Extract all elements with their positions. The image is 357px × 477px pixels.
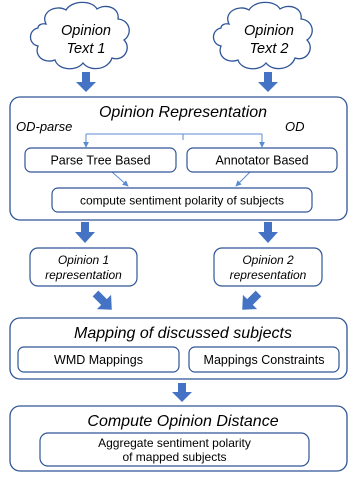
od-parse-label: OD-parse <box>16 119 72 134</box>
opinion-2-representation: Opinion 2 representation <box>213 247 323 287</box>
opinion-1-representation: Opinion 1 representation <box>29 247 138 287</box>
down-arrow-icon <box>172 383 192 402</box>
aggregate-line-1: Aggregate sentiment polarity <box>98 436 251 450</box>
cloud-1-line-2: Text 1 <box>67 41 106 57</box>
down-arrow-icon <box>258 72 278 92</box>
diagonal-down-left-arrow-icon <box>242 290 262 310</box>
down-arrow-icon <box>258 222 278 243</box>
opinion-text-1-cloud: Opinion Text 1 <box>29 1 130 70</box>
opinion-2-representation-box <box>213 247 323 287</box>
mapping-section: Mapping of discussed subjects WMD Mappin… <box>9 317 348 380</box>
diagonal-down-right-arrow-icon <box>92 290 112 310</box>
mappings-constraints-label: Mappings Constraints <box>204 353 325 367</box>
cloud-2-line-2: Text 2 <box>250 41 289 57</box>
aggregate-line-2: of mapped subjects <box>122 450 226 464</box>
down-arrow-icon <box>75 222 95 243</box>
cloud-1-line-1: Opinion <box>61 23 111 39</box>
distance-title: Compute Opinion Distance <box>87 413 278 430</box>
parse-to-compute-connector <box>111 171 129 187</box>
annotator-based-label: Annotator Based <box>215 154 308 168</box>
opinion-representation-title: Opinion Representation <box>99 104 267 121</box>
compute-sentiment-label: compute sentiment polarity of subjects <box>80 194 284 208</box>
opinion-text-2-cloud: Opinion Text 2 <box>212 1 313 70</box>
compute-sentiment-box <box>51 187 313 213</box>
opinion-1-representation-line-2: representation <box>45 268 122 282</box>
od-label: OD <box>285 119 305 134</box>
opinion-representation-section: Opinion Representation OD-parse OD Parse… <box>9 96 348 221</box>
cloud-2-line-1: Opinion <box>244 23 294 39</box>
wmd-mappings-box <box>17 346 180 373</box>
parse-tree-based-box <box>24 147 177 173</box>
cloud-shape-icon <box>212 1 313 70</box>
opinion-1-representation-line-1: Opinion 1 <box>58 253 109 267</box>
aggregate-box <box>39 432 310 467</box>
distance-section: Compute Opinion Distance Aggregate senti… <box>9 405 348 472</box>
mappings-constraints-box <box>188 346 340 373</box>
wmd-mappings-label: WMD Mappings <box>54 353 143 367</box>
opinion-1-representation-box <box>29 247 138 287</box>
down-arrow-icon <box>76 72 96 92</box>
cloud-shape-icon <box>29 1 130 70</box>
mapping-title: Mapping of discussed subjects <box>74 325 292 342</box>
parse-tree-based-label: Parse Tree Based <box>50 154 150 168</box>
annotator-based-box <box>186 147 338 173</box>
opinion-2-representation-line-2: representation <box>230 268 307 282</box>
annotator-to-compute-connector <box>235 171 251 187</box>
opinion-2-representation-line-1: Opinion 2 <box>242 253 294 267</box>
